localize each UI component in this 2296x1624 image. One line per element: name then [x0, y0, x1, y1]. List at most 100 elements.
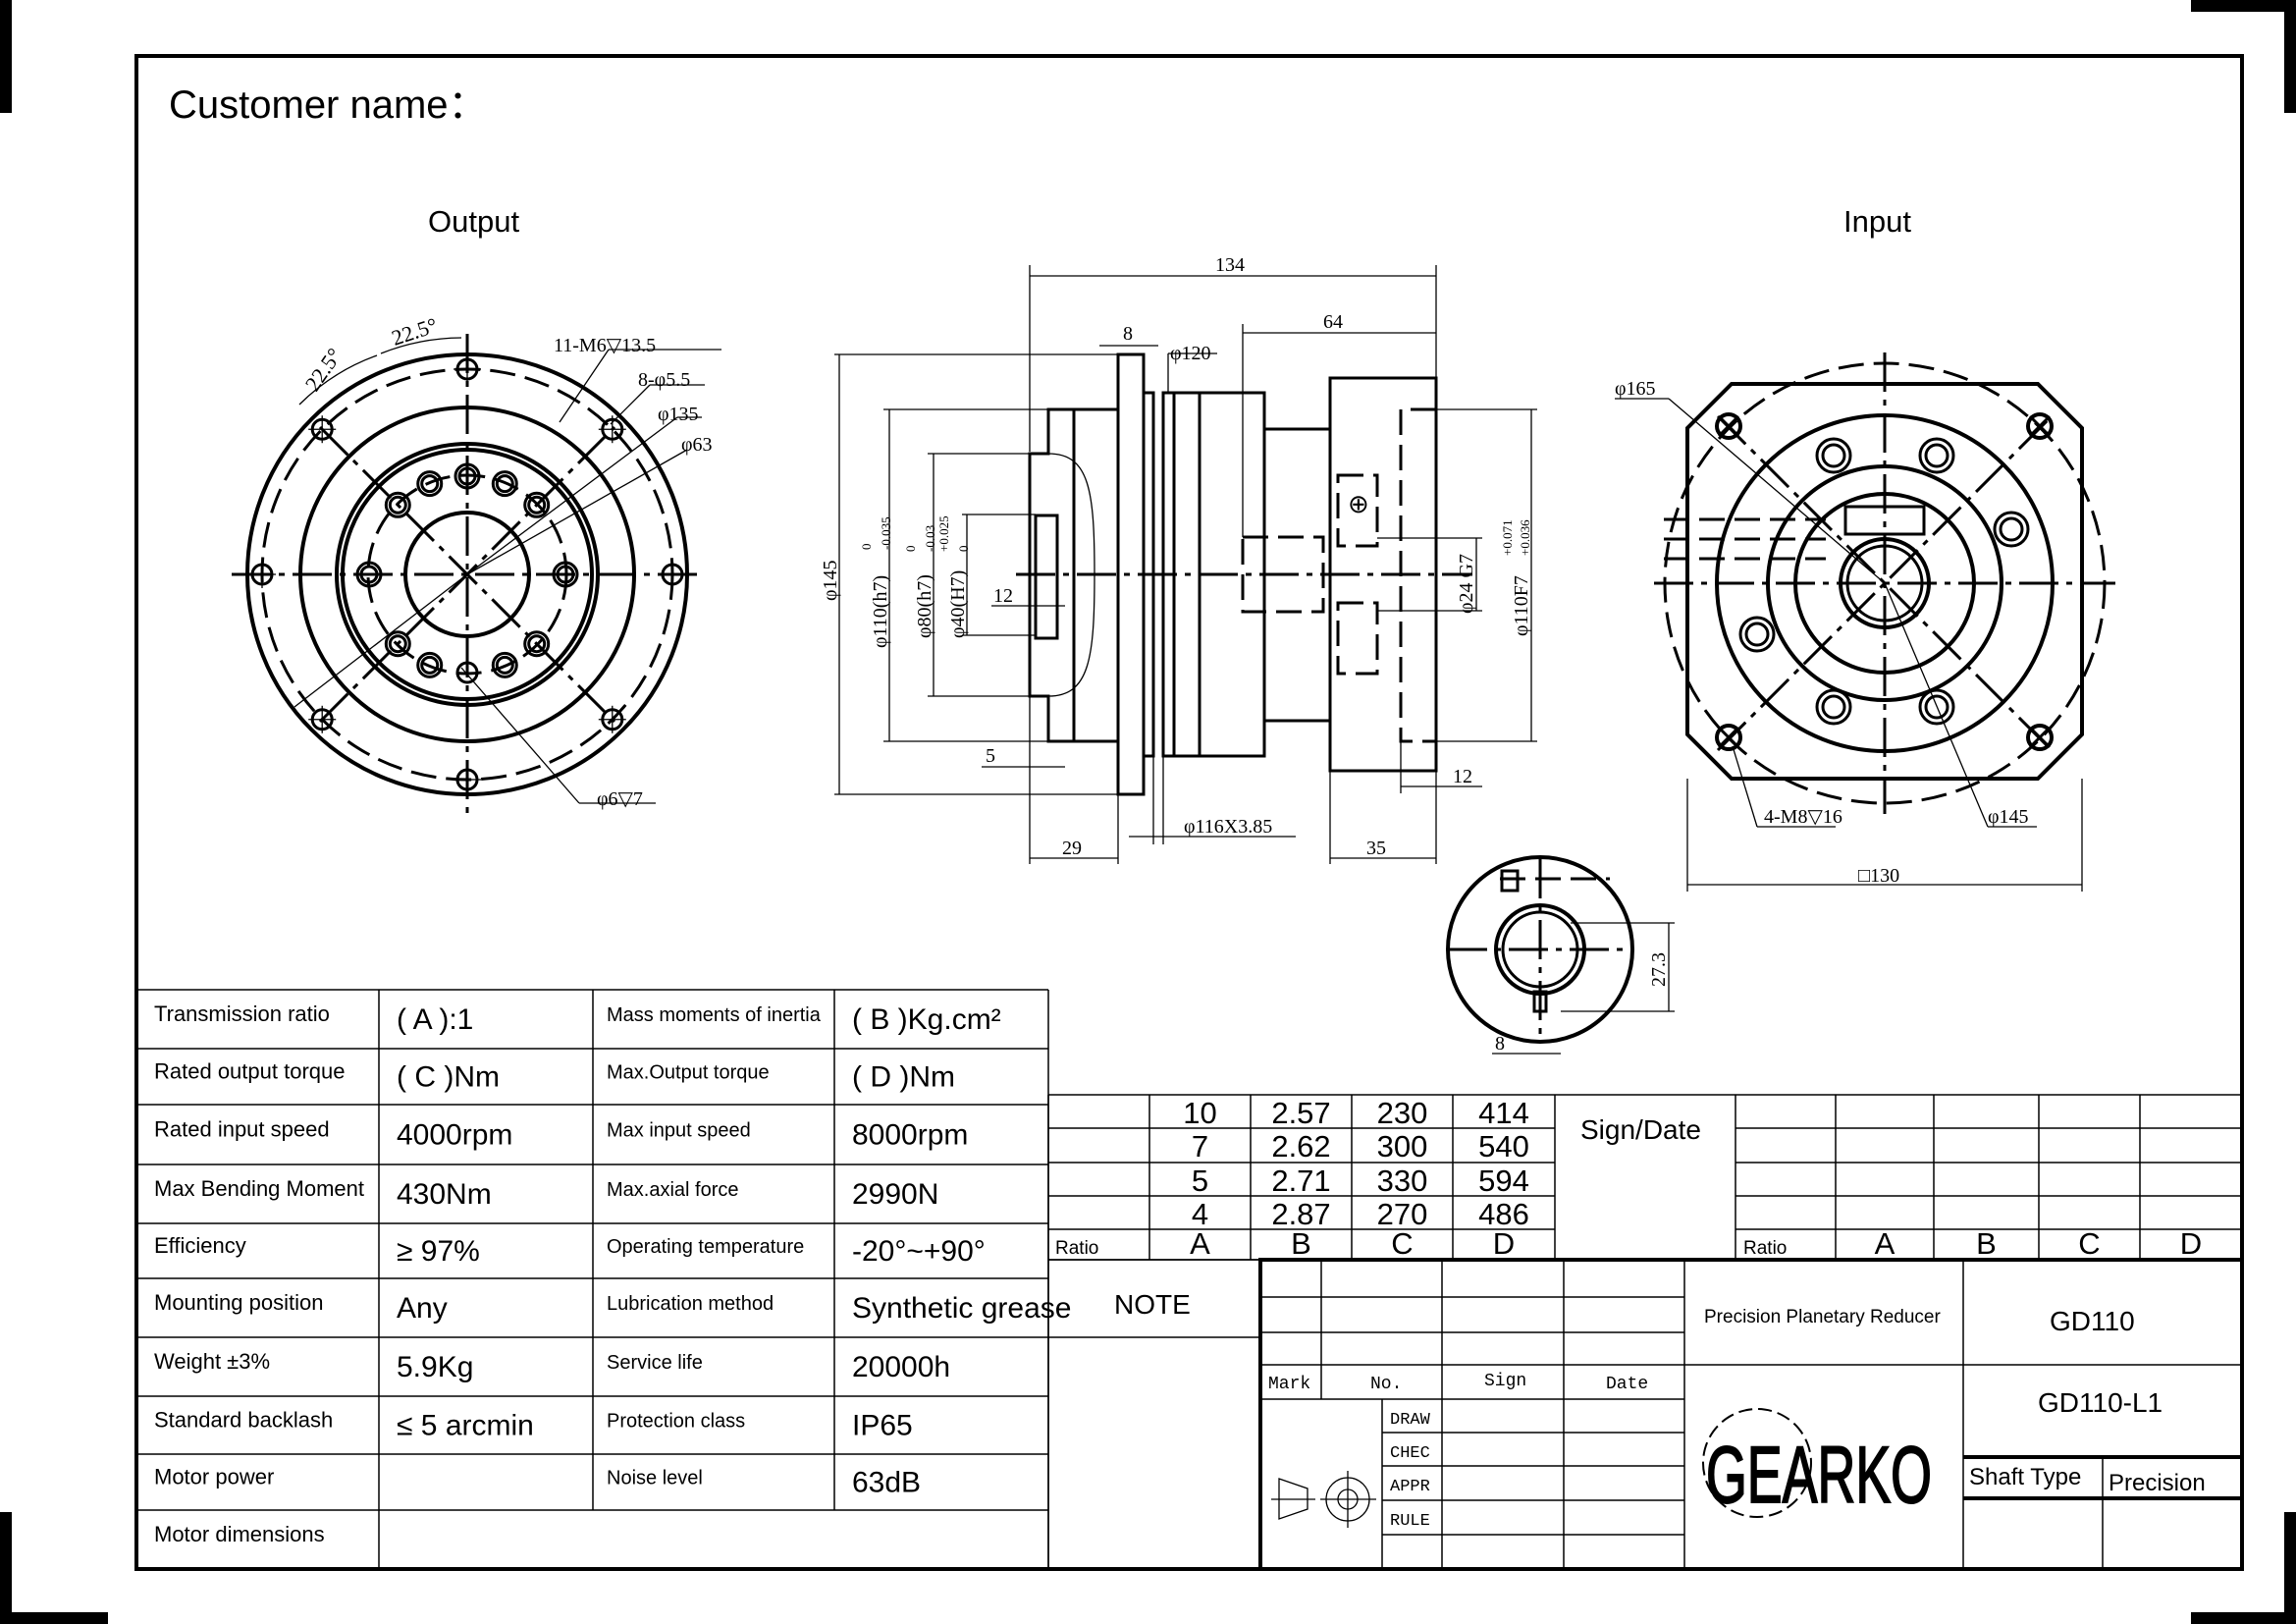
- dim-step-5: 5: [986, 745, 995, 767]
- threaded-hole: [355, 561, 383, 588]
- spec-value1: 4000rpm: [397, 1119, 512, 1152]
- spec-label1: Rated output torque: [154, 1059, 345, 1084]
- rev-header-sign: Sign: [1484, 1372, 1526, 1391]
- ratio-cell: 10: [1183, 1096, 1216, 1130]
- dim-d80: φ80(h7): [914, 574, 935, 638]
- ratio-cell: 594: [1478, 1164, 1529, 1198]
- dim-d110: φ110(h7): [870, 575, 891, 648]
- dim-d110f-tol-lower: +0.036: [1518, 519, 1532, 556]
- outer-bolt-hole: [598, 705, 626, 733]
- counterbore-hole: [1738, 616, 1776, 653]
- dim-length-35: 35: [1366, 838, 1386, 859]
- output-view-title: Output: [428, 204, 519, 239]
- counterbore-hole: [1918, 688, 1955, 726]
- dim-d145-input: φ145: [1988, 806, 2029, 828]
- spec-value2: 63dB: [852, 1467, 921, 1499]
- ratio-cell: 2.57: [1271, 1096, 1330, 1130]
- role-rule: RULE: [1390, 1512, 1430, 1531]
- dim-d80-tol-upper: 0: [903, 546, 918, 553]
- spec-label2: Lubrication method: [607, 1293, 774, 1315]
- dim-d40-tol-lower: 0: [956, 546, 971, 553]
- sign-table-header: B: [1976, 1226, 1997, 1261]
- logo-text: GEARKO: [1706, 1431, 1932, 1520]
- dim-d40-tol-upper: +0.025: [936, 515, 951, 552]
- dim-d24: φ24 G7: [1456, 554, 1477, 614]
- key-dim-width: 8: [1495, 1033, 1505, 1055]
- ratio-cell: 7: [1192, 1129, 1208, 1164]
- ratio-cell: 2.71: [1271, 1164, 1330, 1198]
- screw-symbol-icon: ⊕: [1348, 489, 1369, 518]
- spec-label1: Transmission ratio: [154, 1001, 330, 1026]
- spec-value1: Any: [397, 1292, 448, 1325]
- sign-table-header: C: [2078, 1226, 2100, 1261]
- threaded-hole: [491, 651, 518, 678]
- dim-d165: φ165: [1615, 378, 1656, 400]
- spec-value1: 430Nm: [397, 1178, 492, 1211]
- shaft-type-value: Precision: [2109, 1470, 2206, 1496]
- threaded-hole: [491, 470, 518, 498]
- key-dim-height: 27.3: [1648, 952, 1670, 987]
- rev-header-date: Date: [1606, 1375, 1648, 1394]
- threaded-hole: [454, 462, 481, 490]
- spec-label2: Noise level: [607, 1468, 703, 1489]
- spec-value2: ( D )Nm: [852, 1061, 955, 1094]
- note-label: NOTE: [1114, 1289, 1191, 1320]
- threaded-hole: [552, 561, 579, 588]
- role-draw: DRAW: [1390, 1411, 1431, 1430]
- spec-value2: IP65: [852, 1410, 913, 1442]
- pin-hole: [455, 661, 479, 684]
- ratio-cell: 2.62: [1271, 1129, 1330, 1164]
- sign-table-header: D: [2180, 1226, 2202, 1261]
- ratio-header: A: [1190, 1226, 1210, 1261]
- rev-header-mark: Mark: [1268, 1375, 1310, 1394]
- angle-label-1: 22.5°: [300, 344, 347, 396]
- counterbore-hole: [1993, 511, 2030, 548]
- threaded-hole: [384, 630, 411, 658]
- key-detail-view: 27.3 8: [1446, 855, 1675, 1055]
- spec-label1: Motor dimensions: [154, 1522, 325, 1546]
- counterbore-hole: [1815, 688, 1852, 726]
- corner-bolt-hole: [2026, 724, 2054, 751]
- dim-total-length: 134: [1215, 254, 1245, 276]
- dim-d120: φ120: [1170, 343, 1211, 364]
- ratio-cell: 4: [1192, 1197, 1208, 1231]
- spec-label1: Max Bending Moment: [154, 1176, 364, 1201]
- dim-length-29: 29: [1062, 838, 1082, 859]
- ratio-cell: 330: [1377, 1164, 1428, 1198]
- thread-callout: 11-M6▽13.5: [554, 335, 656, 356]
- threaded-hole: [523, 491, 551, 518]
- sign-table-header: Ratio: [1743, 1238, 1787, 1259]
- spec-value2: ( B )Kg.cm²: [852, 1003, 1001, 1036]
- spec-value2: -20°~+90°: [852, 1235, 986, 1268]
- projection-symbol-icon: [1271, 1471, 1376, 1528]
- spec-label1: Motor power: [154, 1465, 274, 1489]
- dim-d80-tol-lower: -0.03: [923, 525, 937, 552]
- pcd-callout: φ135: [658, 404, 699, 425]
- spec-value1: 5.9Kg: [397, 1351, 473, 1383]
- spec-value2: 20000h: [852, 1351, 950, 1383]
- angle-label-2: 22.5°: [389, 312, 441, 350]
- dim-flange-width: 8: [1123, 323, 1133, 345]
- spec-label2: Max input speed: [607, 1120, 751, 1142]
- corner-bolt-hole: [2026, 412, 2054, 440]
- counterbore-hole: [1918, 437, 1955, 474]
- spec-value2: 8000rpm: [852, 1119, 968, 1152]
- threaded-hole: [416, 470, 444, 498]
- threaded-hole: [384, 491, 411, 518]
- dim-oring: φ116X3.85: [1184, 816, 1272, 838]
- ratio-cell: 2.87: [1271, 1197, 1330, 1231]
- dim-d40: φ40(H7): [947, 570, 969, 638]
- input-view: φ165 4-M8▽16 φ145 □130: [1615, 352, 2115, 892]
- dim-depth-12: 12: [993, 585, 1013, 607]
